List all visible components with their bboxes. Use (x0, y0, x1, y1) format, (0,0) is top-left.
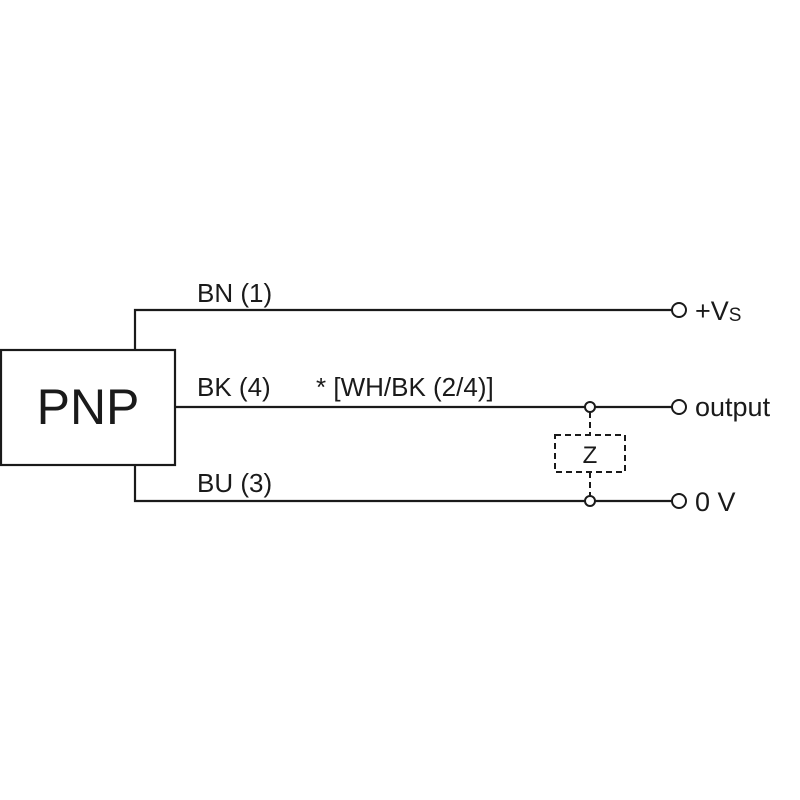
terminal-vs (671, 302, 687, 318)
junction-0v (584, 495, 596, 507)
wire-bu (133, 465, 672, 503)
junction-output (584, 401, 596, 413)
load-label: Z (583, 442, 598, 469)
terminal-output (671, 399, 687, 415)
wire-bn-label: BN (1) (197, 278, 272, 308)
wire-bk-alt-label: * [WH/BK (2/4)] (316, 372, 494, 402)
terminal-output-label: output (695, 392, 771, 422)
terminal-0v-label: 0 V (695, 487, 736, 517)
wire-bk-label: BK (4) (197, 372, 271, 402)
device-label: PNP (37, 379, 140, 435)
terminal-0v (671, 493, 687, 509)
wire-bn (133, 308, 672, 350)
wire-bu-label: BU (3) (197, 468, 272, 498)
terminal-vs-label: +VS (695, 296, 741, 326)
